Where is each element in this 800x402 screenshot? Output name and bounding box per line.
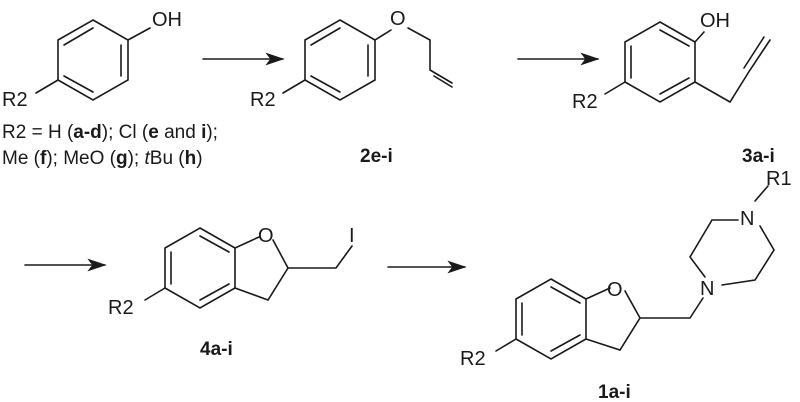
- substituent-definition-line-1: R2 = H (a-d); Cl (e and i);: [2, 122, 218, 144]
- substituent-text-segment: and: [158, 122, 202, 143]
- substituent-text-segment: a-d: [73, 122, 102, 143]
- substituent-text-segment: e: [148, 122, 159, 143]
- compound-3-label: 3a-i: [742, 146, 775, 167]
- compound-1-label: 1a-i: [598, 382, 631, 402]
- r1-label: R1: [766, 168, 792, 190]
- hydroxyl-label: OH: [700, 10, 730, 32]
- r2-label: R2: [2, 89, 28, 111]
- substituent-text-segment: ): [196, 148, 203, 169]
- allyl-ether-structure: O R2 2e-i: [250, 8, 453, 167]
- substituent-text-segment: i: [201, 122, 207, 143]
- r2-label: R2: [572, 91, 598, 113]
- r2-label: R2: [250, 89, 276, 111]
- substituent-text-segment: ); MeO (: [46, 148, 116, 169]
- substituent-text-segment: );: [127, 148, 145, 169]
- compound-2-label: 2e-i: [360, 146, 393, 167]
- substituent-text-segment: f: [40, 148, 47, 169]
- ether-oxygen-label: O: [390, 8, 406, 30]
- substituent-text-segment: );: [206, 122, 218, 143]
- r2-label: R2: [108, 297, 134, 319]
- substituent-text-segment: Bu (: [149, 148, 185, 169]
- ring-oxygen-label: O: [258, 225, 274, 247]
- substituent-text-segment: h: [184, 148, 197, 169]
- hydroxyl-label: OH: [152, 9, 182, 31]
- phenol-structure: OH R2: [2, 9, 182, 111]
- substituent-text-segment: ); Cl (: [101, 122, 149, 143]
- compound-4-label: 4a-i: [200, 339, 233, 360]
- ring-oxygen-label: O: [607, 279, 623, 301]
- piperazine-dihydrobenzofuran-structure: O N N R1 R2 1a-i: [460, 168, 792, 402]
- substituent-text-segment: Me (: [2, 148, 40, 169]
- allylphenol-structure: OH R2 3a-i: [572, 10, 775, 167]
- substituent-definition-line-2: Me (f); MeO (g); tBu (h): [2, 148, 203, 170]
- substituent-text-segment: R2 = H (: [2, 122, 74, 143]
- substituent-text-segment: g: [116, 148, 128, 169]
- piperazine-n1-label: N: [700, 278, 714, 300]
- iodomethyl-dihydrobenzofuran-structure: O I R2 4a-i: [108, 225, 355, 360]
- r2-label: R2: [460, 348, 486, 370]
- substituent-text-segment: t: [144, 148, 150, 169]
- piperazine-n4-label: N: [740, 208, 754, 230]
- iodine-label: I: [349, 225, 355, 247]
